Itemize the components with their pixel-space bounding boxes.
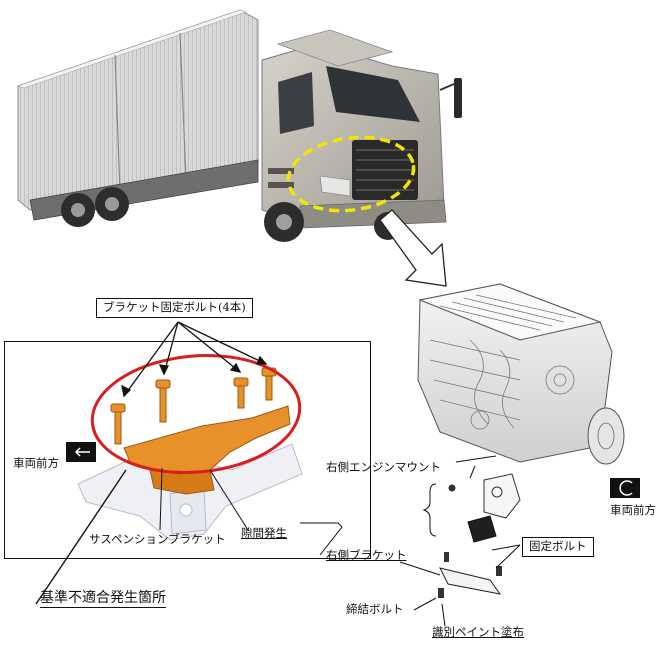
gap-occurs-label: 隙間発生 (241, 526, 287, 540)
vehicle-front-label-right: 車両前方 (610, 503, 656, 517)
engine-illustration (417, 283, 625, 465)
bracket-detail (77, 354, 303, 541)
suspension-bracket-label: サスペンションブラケット (89, 532, 226, 546)
id-paint-label: 識別ペイント塗布 (432, 625, 524, 639)
truck-illustration (17, 9, 462, 242)
detail-frame (4, 341, 371, 559)
mount-brace (422, 483, 437, 537)
engine-mount-parts (438, 473, 521, 598)
callout-arrow (379, 209, 447, 287)
fastening-bolt-label: 締結ボルト (346, 602, 404, 616)
right-bracket-label: 右側ブラケット (326, 548, 407, 562)
right-engine-mount-label: 右側エンジンマウント (326, 460, 441, 474)
nonconformity-location-label: 基準不適合発生箇所 (40, 590, 166, 608)
vehicle-front-icon-right (610, 478, 640, 498)
fixing-bolt-label: 固定ボルト (522, 537, 594, 557)
bracket-bolts-label: ブラケット固定ボルト(4本) (96, 298, 253, 318)
vehicle-front-label-left: 車両前方 (13, 456, 59, 470)
bolt-pointer-arrows (121, 321, 268, 398)
